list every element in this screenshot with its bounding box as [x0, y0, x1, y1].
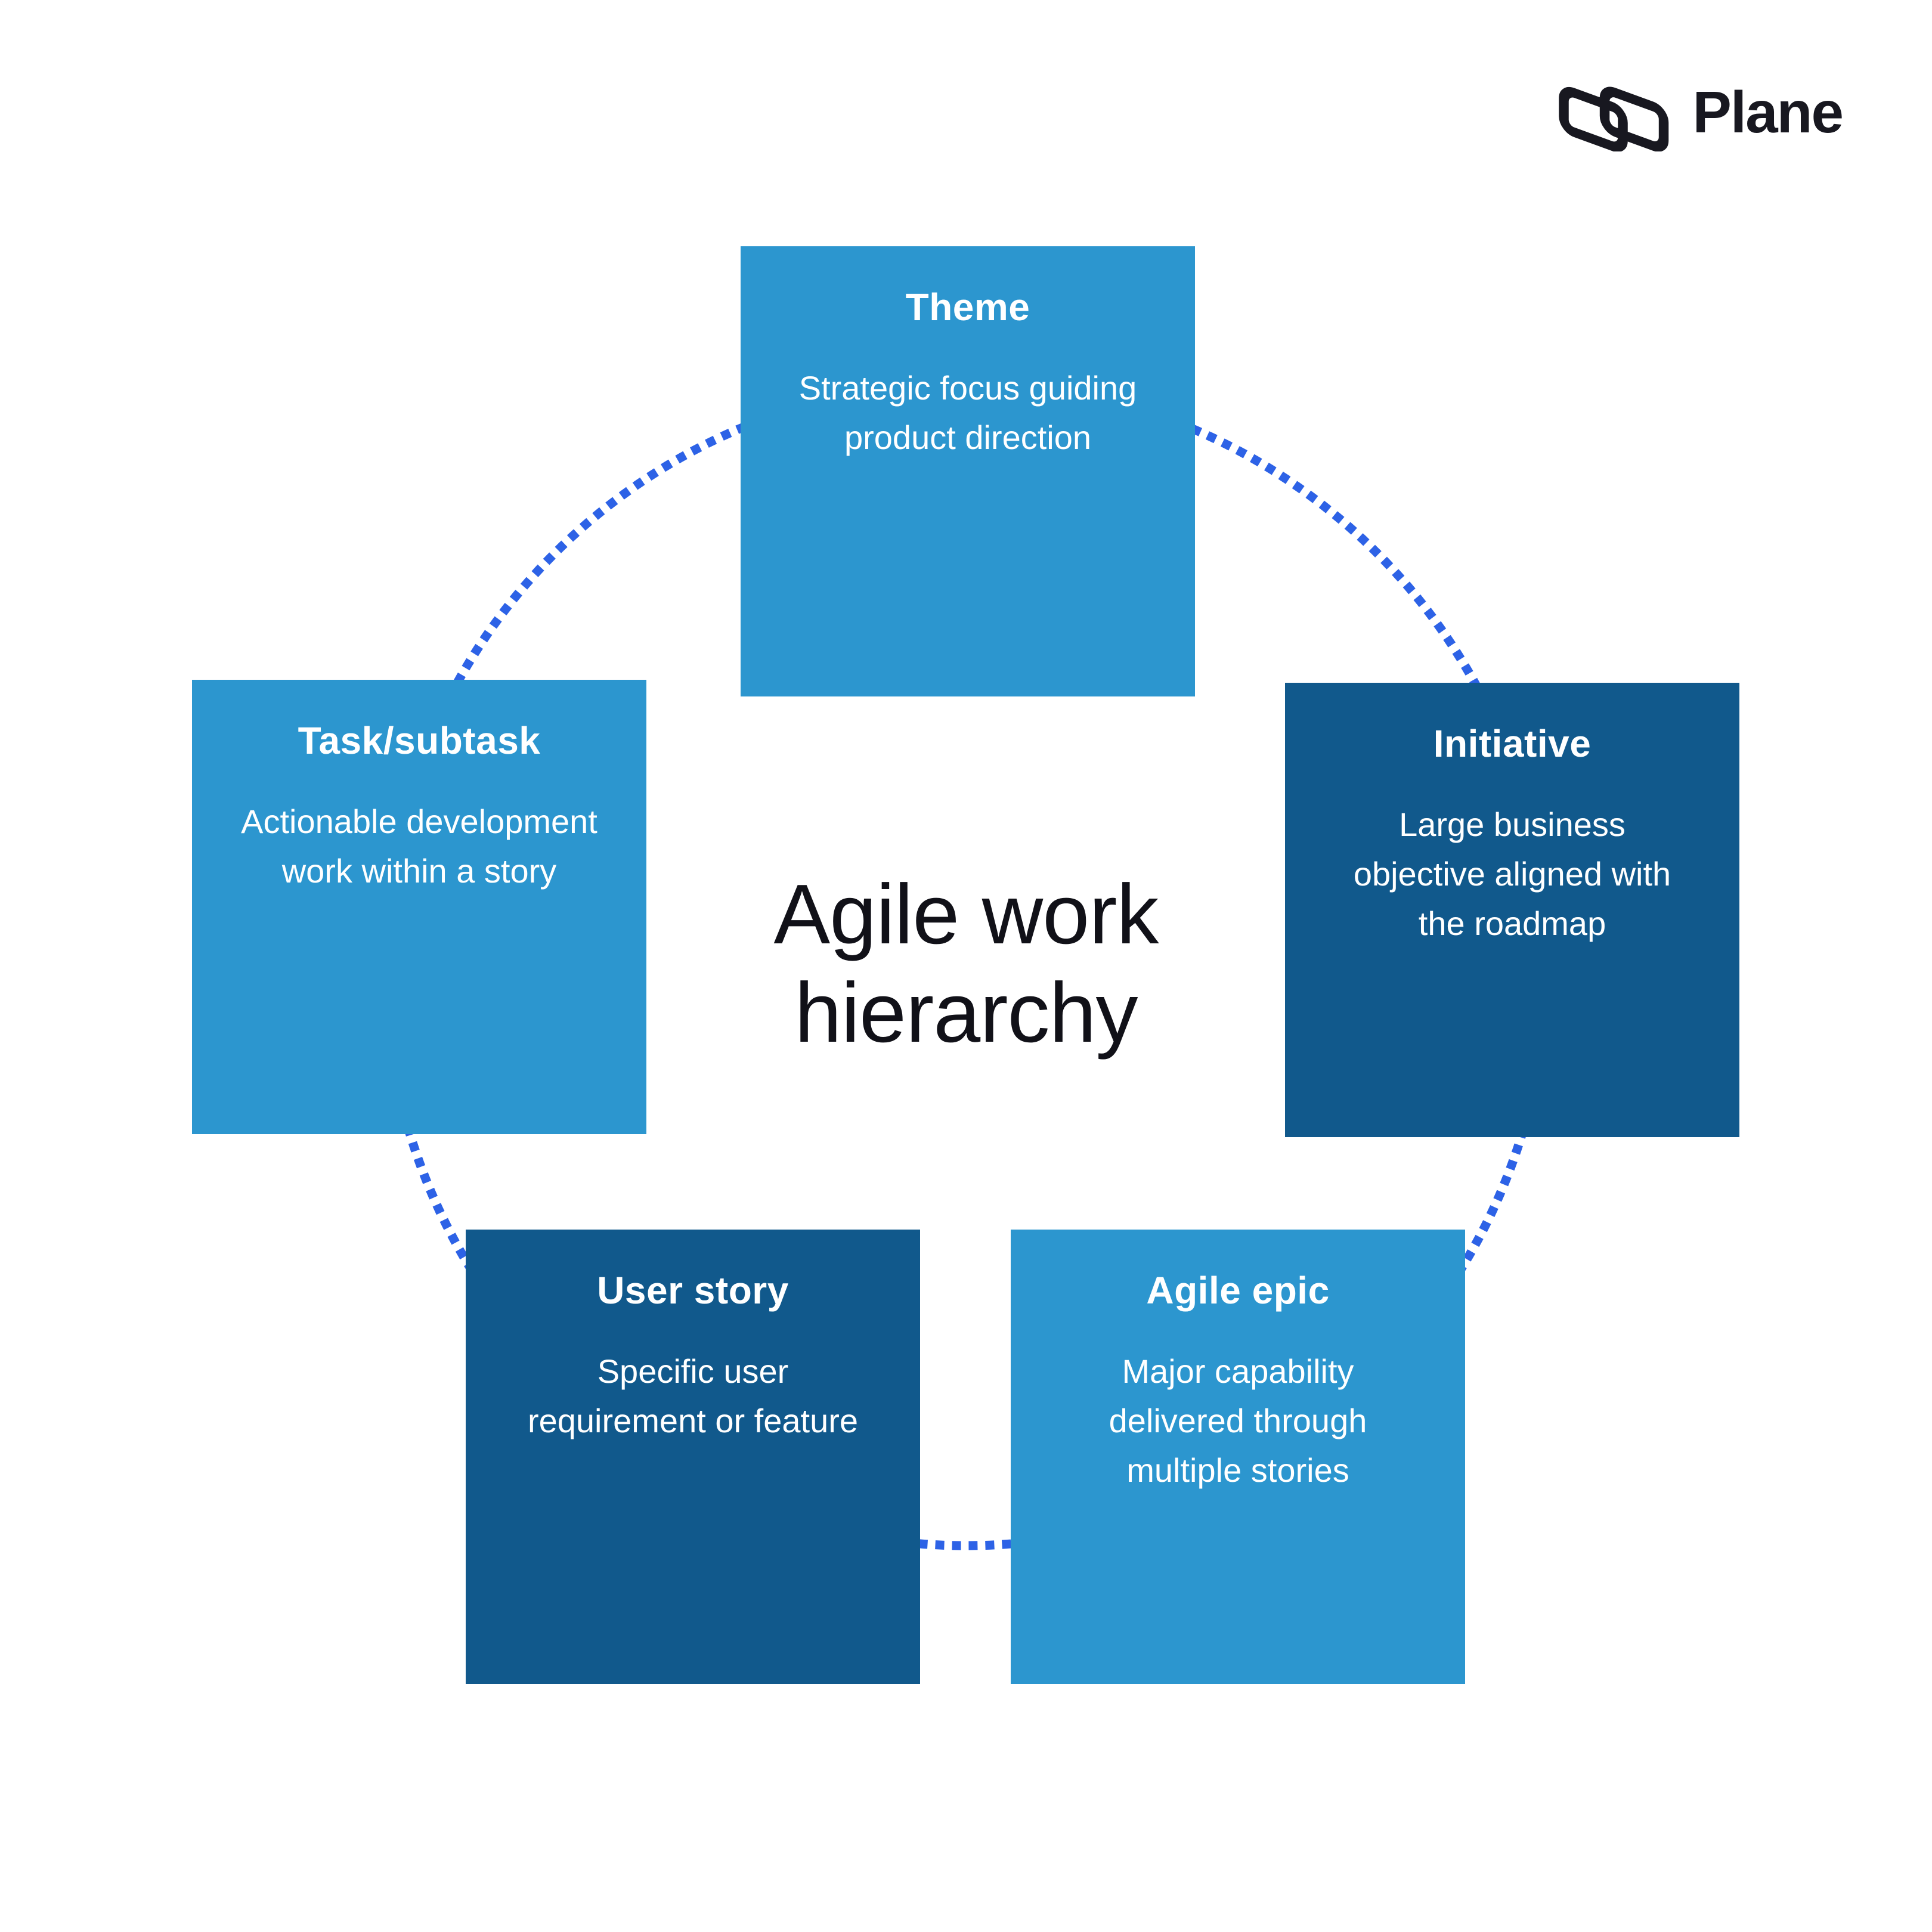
plane-logo: Plane: [1549, 73, 1844, 151]
box-user-story-description: Specific user requirement or feature: [527, 1352, 859, 1439]
box-user-story-title: User story: [597, 1269, 789, 1312]
box-theme: Theme Strategic focus guiding product di…: [741, 246, 1195, 696]
box-task-subtask-description: Actionable development work within a sto…: [241, 802, 597, 890]
box-theme-title: Theme: [905, 286, 1030, 329]
diagram-title-line1: Agile work: [773, 867, 1159, 962]
box-agile-epic-description: Major capability delivered through multi…: [1109, 1352, 1367, 1489]
plane-logo-text: Plane: [1692, 79, 1844, 145]
diagram-title-line2: hierarchy: [794, 965, 1138, 1060]
box-task-subtask-title: Task/subtask: [298, 719, 541, 762]
diagram-title: Agile work hierarchy: [370, 866, 1562, 1062]
box-agile-epic: Agile epic Major capability delivered th…: [1011, 1230, 1465, 1684]
box-theme-description: Strategic focus guiding product directio…: [798, 369, 1137, 456]
plane-logo-icon: [1549, 73, 1677, 151]
box-agile-epic-title: Agile epic: [1146, 1269, 1330, 1312]
box-task-subtask: Task/subtask Actionable development work…: [192, 680, 646, 1134]
box-initiative: Initiative Large business objective alig…: [1285, 683, 1739, 1137]
box-user-story: User story Specific user requirement or …: [466, 1230, 920, 1684]
box-initiative-description: Large business objective aligned with th…: [1353, 805, 1671, 942]
box-initiative-title: Initiative: [1433, 722, 1592, 765]
